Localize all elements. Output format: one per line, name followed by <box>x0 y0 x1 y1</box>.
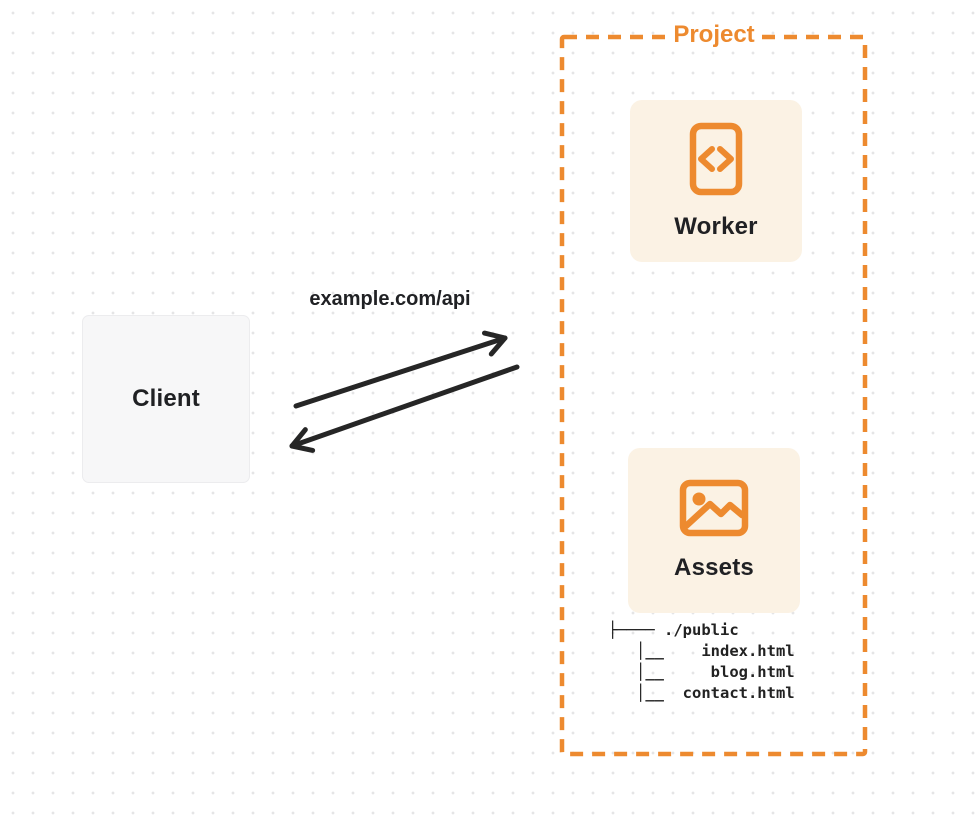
tree-line-public: ├──── ./public <box>608 621 739 639</box>
client-node: Client <box>82 315 250 483</box>
worker-node: Worker <box>630 100 802 262</box>
request-url-label: example.com/api <box>309 288 471 310</box>
assets-node: Assets <box>628 448 800 613</box>
file-tree: ├──── ./public │__ index.html │__ blog.h… <box>608 620 795 704</box>
request-arrow <box>293 330 508 409</box>
project-title: Project <box>558 21 870 49</box>
client-label: Client <box>132 385 200 412</box>
assets-label: Assets <box>674 554 754 581</box>
image-icon <box>679 479 749 537</box>
worker-label: Worker <box>674 212 758 240</box>
code-file-icon <box>689 122 743 195</box>
project-dashed-border <box>559 34 868 757</box>
tree-line-index: │__ index.html <box>608 642 795 660</box>
tree-line-blog: │__ blog.html <box>608 663 795 681</box>
tree-line-contact: │__ contact.html <box>608 684 795 702</box>
request-response-arrows <box>289 330 520 453</box>
response-arrow <box>289 364 520 453</box>
